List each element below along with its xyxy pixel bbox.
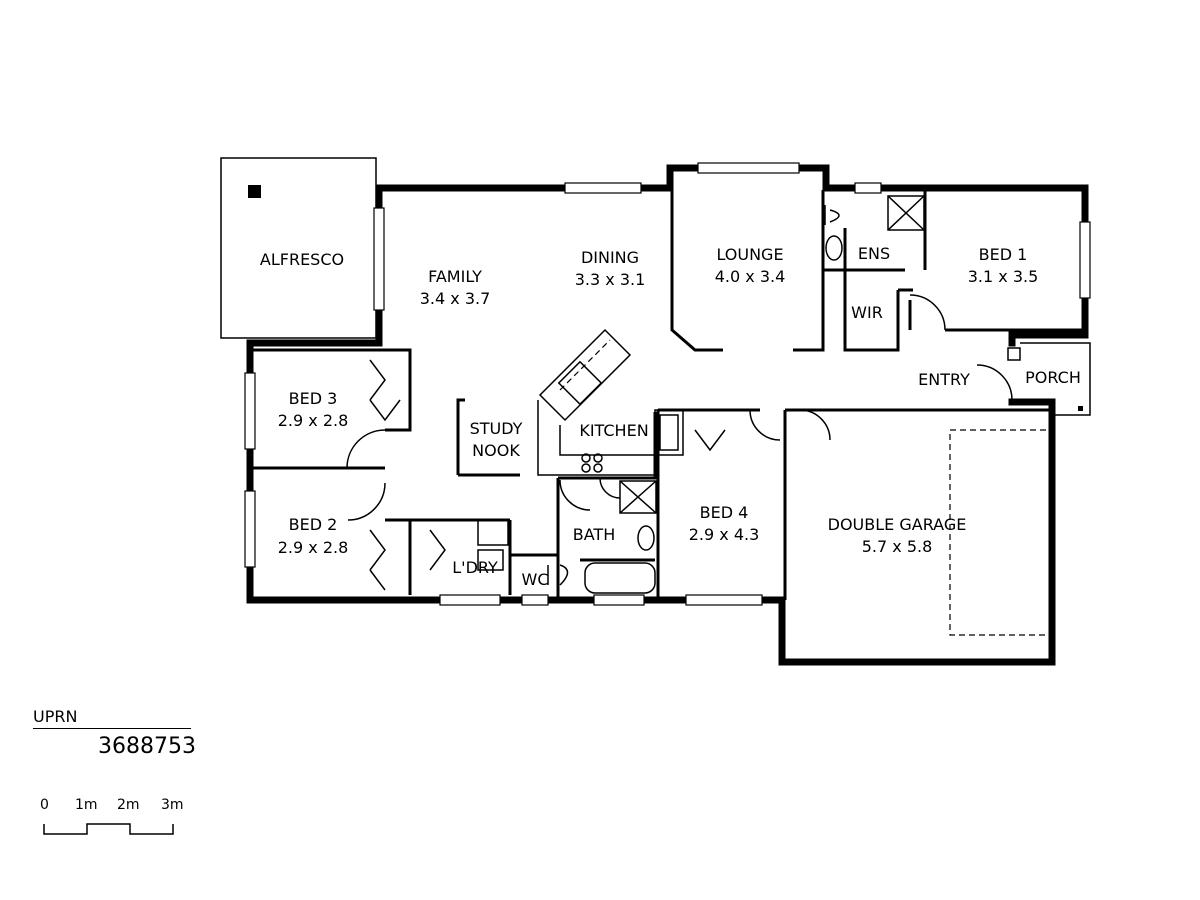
alfresco-label: ALFRESCO xyxy=(260,250,344,269)
family-size: 3.4 x 3.7 xyxy=(420,289,491,308)
porch-details xyxy=(1007,342,1091,416)
entry-label: ENTRY xyxy=(918,370,970,389)
wir-label: WIR xyxy=(851,303,883,322)
bed2-size: 2.9 x 2.8 xyxy=(278,538,349,557)
bed3-size: 2.9 x 2.8 xyxy=(278,411,349,430)
windows xyxy=(244,162,1091,606)
laundry-label: L'DRY xyxy=(452,558,498,577)
scale-tick-3m: 3m xyxy=(161,797,184,813)
dining-label: DINING xyxy=(581,248,639,267)
interior-walls xyxy=(250,190,1085,600)
alfresco-post xyxy=(248,185,261,198)
uprn-value: 3688753 xyxy=(98,734,196,759)
bathroom-fixtures xyxy=(477,195,925,594)
wc-label: WC xyxy=(522,570,549,589)
uprn-label: UPRN xyxy=(33,707,78,726)
bed1-size: 3.1 x 3.5 xyxy=(968,267,1039,286)
porch-label: PORCH xyxy=(1025,368,1081,387)
robes xyxy=(369,359,726,591)
dining-size: 3.3 x 3.1 xyxy=(575,270,646,289)
bed2-label: BED 2 xyxy=(289,515,338,534)
study-label: STUDY xyxy=(470,419,523,438)
uprn-underline xyxy=(33,728,191,729)
scale-bar xyxy=(43,823,174,835)
alfresco-outline xyxy=(220,157,377,339)
nook-label: NOOK xyxy=(472,441,520,460)
family-label: FAMILY xyxy=(428,267,482,286)
bath-label: BATH xyxy=(573,525,615,544)
lounge-label: LOUNGE xyxy=(716,245,783,264)
scale-tick-2m: 2m xyxy=(117,797,140,813)
garage-door-outline xyxy=(949,429,1051,636)
bed3-label: BED 3 xyxy=(289,389,338,408)
bed4-label: BED 4 xyxy=(700,503,749,522)
scale-tick-1m: 1m xyxy=(75,797,98,813)
garage-size: 5.7 x 5.8 xyxy=(862,537,933,556)
scale-tick-0: 0 xyxy=(40,797,49,813)
room-labels: ALFRESCO FAMILY 3.4 x 3.7 DINING 3.3 x 3… xyxy=(260,244,1081,589)
kitchen-fixtures xyxy=(537,328,684,476)
kitchen-label: KITCHEN xyxy=(579,421,648,440)
lounge-size: 4.0 x 3.4 xyxy=(715,267,786,286)
doors xyxy=(346,294,1013,521)
bed1-label: BED 1 xyxy=(979,245,1028,264)
ens-label: ENS xyxy=(858,244,890,263)
bed4-size: 2.9 x 4.3 xyxy=(689,525,760,544)
garage-label: DOUBLE GARAGE xyxy=(828,515,967,534)
